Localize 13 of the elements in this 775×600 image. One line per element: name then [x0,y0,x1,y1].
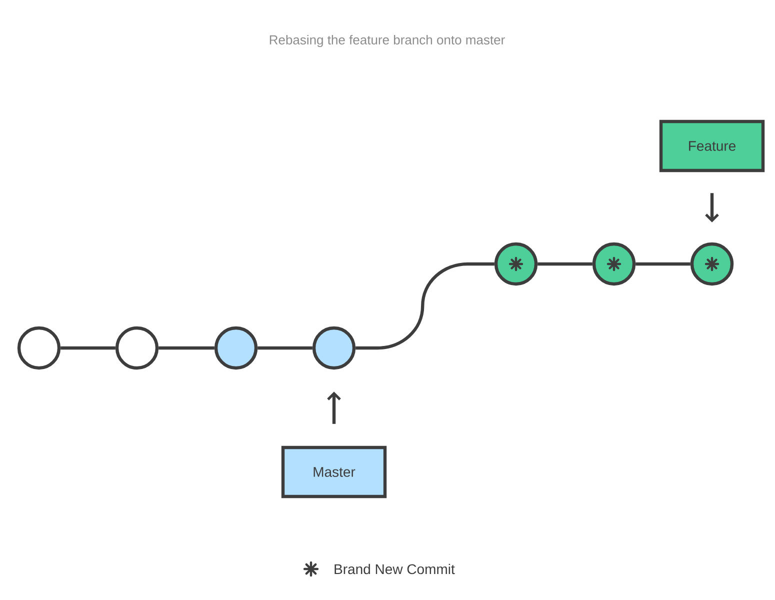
branch-label-box: Master [281,446,387,498]
commit-line [258,346,312,350]
commit-circle [690,242,734,286]
title: Rebasing the feature branch onto master [270,34,505,48]
commit-line [636,262,690,266]
commit-line [538,262,592,266]
pointer-arrow [327,392,341,424]
commit-line [60,346,116,350]
commit-line [158,346,214,350]
branch-label-box: Feature [659,120,765,172]
legend-text: Brand New Commit [334,564,455,574]
pointer-arrow [705,193,719,222]
branch-line [356,262,494,350]
